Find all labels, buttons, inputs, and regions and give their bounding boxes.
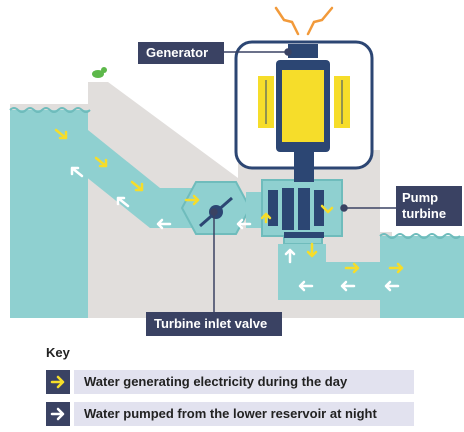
bird-icon [92, 67, 107, 78]
electricity-spark-icon [274, 6, 334, 36]
night-arrow-icon [384, 280, 400, 292]
key-title: Key [46, 345, 70, 360]
day-arrow-icon [94, 156, 108, 168]
key-label-night: Water pumped from the lower reservoir at… [74, 402, 414, 426]
day-arrow-icon [184, 194, 200, 206]
lower-reservoir-surface [379, 233, 461, 239]
key-item-night: Water pumped from the lower reservoir at… [46, 402, 414, 426]
pump-turbine-label: Pump turbine [396, 186, 462, 226]
turbine-runner-1 [268, 190, 278, 226]
turbine-runner-3 [298, 188, 310, 230]
night-arrow-icon [340, 280, 356, 292]
night-arrow-icon [236, 218, 252, 230]
day-arrow-icon [46, 370, 70, 394]
turbine-runner-2 [282, 188, 294, 230]
night-flow-arrows [70, 166, 400, 292]
pumped-storage-diagram [9, 6, 464, 318]
lower-reservoir [380, 236, 464, 318]
night-arrow-icon [284, 248, 296, 264]
key-item-day: Water generating electricity during the … [46, 370, 414, 394]
day-arrow-icon [344, 262, 360, 274]
night-arrow-icon [116, 196, 130, 208]
upper-reservoir-surface [9, 107, 91, 113]
generator-top-cap [288, 44, 318, 58]
night-arrow-icon [70, 166, 84, 178]
generator-shaft [294, 150, 314, 182]
day-arrow-icon [320, 204, 334, 214]
night-arrow-icon [298, 280, 314, 292]
generator-label: Generator [138, 42, 224, 64]
turbine-inlet-valve-label: Turbine inlet valve [146, 312, 282, 336]
day-arrow-icon [260, 212, 272, 224]
turbine-runner-4 [314, 190, 324, 226]
turbine-base [284, 232, 324, 238]
day-arrow-icon [54, 128, 68, 140]
day-arrow-icon [306, 242, 318, 258]
callout-connectors [210, 48, 396, 312]
day-arrow-icon [388, 262, 404, 274]
key-label-day: Water generating electricity during the … [74, 370, 414, 394]
night-arrow-icon [156, 218, 172, 230]
generator-core [282, 70, 324, 142]
night-arrow-icon [46, 402, 70, 426]
day-arrow-icon [130, 180, 144, 192]
day-flow-arrows [54, 128, 404, 274]
